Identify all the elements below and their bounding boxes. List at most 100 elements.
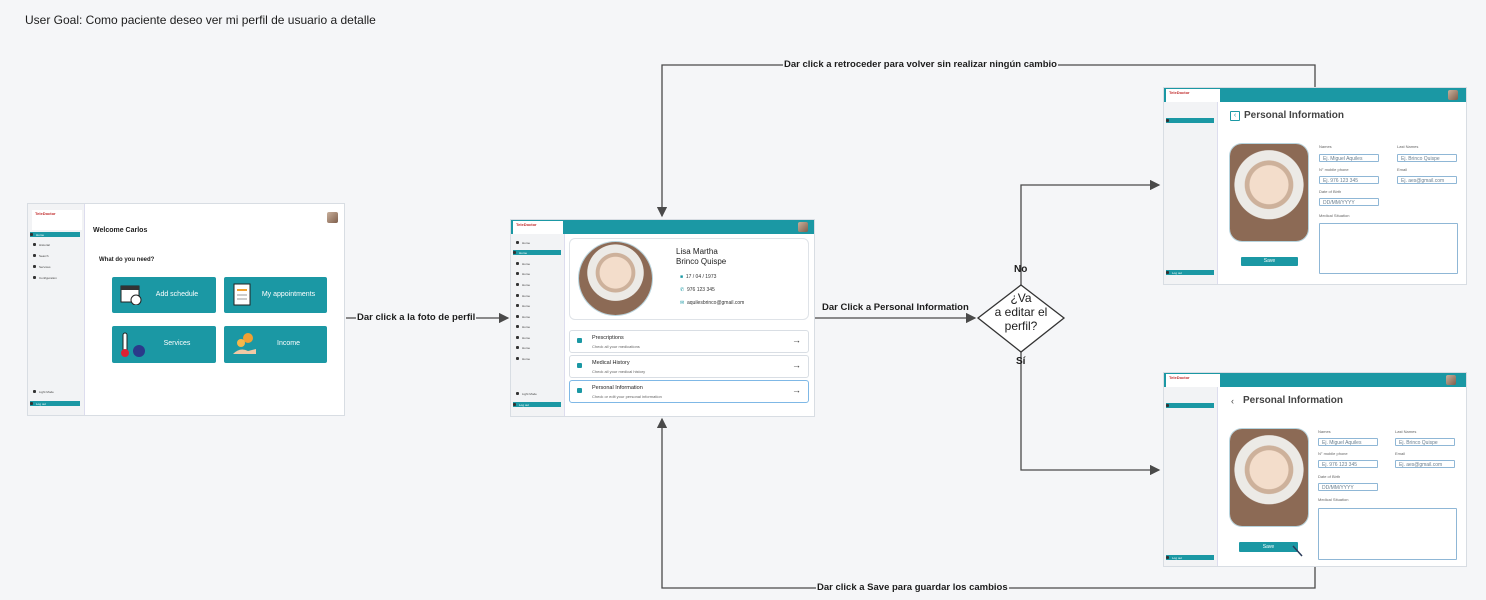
- logout-button[interactable]: Log out: [1166, 555, 1214, 560]
- tile-label: My appointments: [261, 290, 316, 298]
- sidebar-item[interactable]: Home: [516, 314, 560, 319]
- sidebar-item[interactable]: Home: [516, 303, 560, 308]
- home-sidebar-item-search[interactable]: Search: [33, 253, 81, 258]
- home-sidebar-item-home[interactable]: Home: [30, 232, 80, 237]
- phone-row: ✆ 976 123 345: [680, 287, 715, 293]
- last-names-field[interactable]: Ej. Brinco Quispe: [1397, 154, 1457, 162]
- sidebar-label: Historial: [39, 242, 50, 247]
- edge-label-foto-perfil: Dar click a la foto de perfil: [356, 312, 477, 323]
- profile-sidebar: Home Home Home Home Home Home Home Home …: [511, 234, 565, 416]
- decision-line-2: a editar el: [994, 305, 1048, 319]
- phone-label: N° mobile phone: [1318, 451, 1348, 456]
- name-line-2: Brinco Quispe: [676, 257, 727, 266]
- sidebar-label: Home: [522, 324, 531, 329]
- back-chevron-icon[interactable]: ‹: [1231, 396, 1234, 406]
- sidebar-item[interactable]: Home: [516, 261, 560, 266]
- home-sidebar-item-configuration[interactable]: Configuration: [33, 275, 81, 280]
- menu-item-personal-information[interactable]: Personal Information Check or edit your …: [569, 380, 809, 403]
- sidebar-item[interactable]: Home: [516, 335, 560, 340]
- edit-photo[interactable]: [1230, 429, 1308, 526]
- medical-label: Medical Situation: [1318, 497, 1349, 502]
- home-sidebar-item-services[interactable]: Services: [33, 264, 81, 269]
- back-button[interactable]: ‹: [1230, 111, 1240, 121]
- phone-label: N° mobile phone: [1319, 167, 1349, 172]
- calendar-icon: [120, 285, 142, 305]
- dob-field[interactable]: DD/MM/YYYY: [1319, 198, 1379, 206]
- edit-avatar[interactable]: [1446, 375, 1456, 385]
- sidebar-label: Home: [522, 356, 531, 361]
- tile-my-appointments[interactable]: My appointments: [224, 277, 327, 313]
- last-names-field[interactable]: Ej. Brinco Quispe: [1395, 438, 1455, 446]
- names-label: Names: [1319, 144, 1332, 149]
- menu-item-medical-history[interactable]: Medical History Check all your medical h…: [569, 355, 809, 378]
- names-field[interactable]: Ej. Miguel Aquiles: [1319, 154, 1379, 162]
- menu-title: Medical History: [592, 360, 630, 366]
- logout-label: Log out: [1172, 555, 1183, 560]
- logout-button[interactable]: Log out: [513, 402, 561, 407]
- light-mode-toggle[interactable]: Light Mode: [33, 389, 81, 394]
- edit-logo: TeleDoctor: [1166, 374, 1220, 390]
- edit-sidebar: Log out: [1164, 387, 1218, 566]
- edit-photo[interactable]: [1230, 144, 1308, 241]
- phone-field[interactable]: Ej. 976 123 345: [1319, 176, 1379, 184]
- tile-label: Income: [277, 340, 300, 348]
- document-icon: [577, 363, 582, 368]
- sidebar-item-active[interactable]: [1166, 118, 1214, 123]
- sidebar-label: Home: [522, 345, 531, 350]
- sidebar-item[interactable]: Home: [516, 345, 560, 350]
- home-sidebar-item-historial[interactable]: Historial: [33, 242, 81, 247]
- tile-label: Services: [163, 340, 191, 348]
- edge-label-personal-info: Dar Click a Personal Information: [821, 302, 970, 313]
- medical-field[interactable]: [1318, 508, 1457, 560]
- names-field[interactable]: Ej. Miguel Aquiles: [1318, 438, 1378, 446]
- edit-topbar: [1164, 373, 1466, 387]
- decision-text: ¿Va a editar el perfil?: [986, 291, 1056, 333]
- email-value: aquilesbrinco@gmail.com: [686, 300, 745, 306]
- edge-label-retroceder: Dar click a retroceder para volver sin r…: [783, 59, 1058, 70]
- logout-button[interactable]: Log out: [30, 401, 80, 406]
- tile-income[interactable]: Income: [224, 326, 327, 363]
- logout-button[interactable]: Log out: [1166, 270, 1214, 275]
- sidebar-label: Home: [36, 232, 45, 237]
- save-button[interactable]: Save: [1239, 542, 1298, 552]
- medical-label: Medical Situation: [1319, 213, 1350, 218]
- save-button[interactable]: Save: [1241, 257, 1298, 266]
- phone-icon: ✆: [680, 287, 685, 293]
- email-field[interactable]: Ej. aes@gmail.com: [1395, 460, 1455, 468]
- menu-title: Prescriptions: [592, 335, 624, 341]
- email-field[interactable]: Ej. aes@gmail.com: [1397, 176, 1457, 184]
- sidebar-item[interactable]: Home: [516, 356, 560, 361]
- menu-item-prescriptions[interactable]: Prescriptions Check all your medications…: [569, 330, 809, 353]
- dob-field[interactable]: DD/MM/YYYY: [1318, 483, 1378, 491]
- sidebar-item[interactable]: Home: [516, 293, 560, 298]
- profile-avatar[interactable]: [798, 222, 808, 232]
- light-mode-toggle[interactable]: Light Mode: [516, 391, 560, 396]
- name-line-1: Lisa Martha: [676, 247, 718, 256]
- sidebar-item[interactable]: Home: [516, 282, 560, 287]
- calendar-icon: ■: [680, 274, 684, 280]
- sidebar-label: Search: [39, 253, 49, 258]
- profile-screen: TeleDoctor Home Home Home Home Home Home…: [511, 220, 814, 416]
- sidebar-item-active[interactable]: [1166, 403, 1214, 408]
- light-mode-label: Light Mode: [522, 391, 537, 396]
- question-text: What do you need?: [99, 257, 155, 263]
- names-label: Names: [1318, 429, 1331, 434]
- last-names-label: Last Names: [1395, 429, 1417, 434]
- sidebar-item[interactable]: Home: [516, 324, 560, 329]
- edit-form-screen-yes: TeleDoctor Log out ‹ Personal Informatio…: [1164, 373, 1466, 566]
- edit-avatar[interactable]: [1448, 90, 1458, 100]
- profile-photo[interactable]: [579, 242, 652, 315]
- medical-field[interactable]: [1319, 223, 1458, 274]
- birth-value: 17 / 04 / 1973: [685, 274, 717, 280]
- sidebar-label: Home: [522, 240, 531, 245]
- phone-field[interactable]: Ej. 976 123 345: [1318, 460, 1378, 468]
- sidebar-item[interactable]: Home: [516, 240, 560, 245]
- tile-services[interactable]: Services: [112, 326, 216, 363]
- home-avatar[interactable]: [327, 212, 338, 223]
- sidebar-label: Home: [522, 314, 531, 319]
- profile-topbar: [511, 220, 814, 234]
- tile-add-schedule[interactable]: Add schedule: [112, 277, 216, 313]
- sidebar-item-active[interactable]: Home: [513, 250, 561, 255]
- home-logo: TeleDoctor: [32, 210, 82, 230]
- sidebar-item[interactable]: Home: [516, 271, 560, 276]
